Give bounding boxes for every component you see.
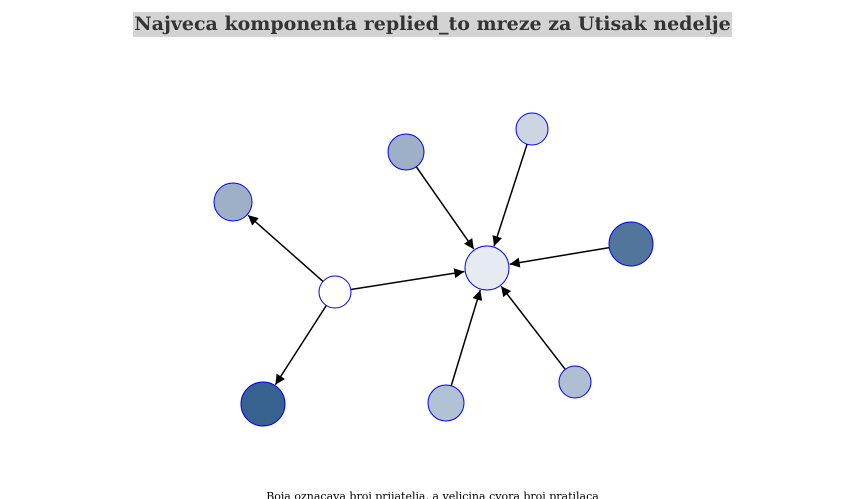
edge-n_bottom-to-hub (450, 289, 483, 387)
node-n_far_left[interactable] (213, 182, 253, 222)
edge-source-to-n_far_left (247, 214, 324, 282)
node-n_right[interactable] (608, 221, 654, 267)
node-layer (213, 112, 654, 427)
title-bar: Najveca komponenta replied_to mreze za U… (0, 12, 865, 37)
node-n_top_right[interactable] (515, 112, 549, 146)
graph-caption: Boja oznacava broj prijatelja, a velicin… (266, 490, 599, 499)
edge-n_top_left-to-hub (415, 166, 475, 250)
node-n_bottom_left[interactable] (240, 381, 286, 427)
node-hub[interactable] (464, 245, 510, 291)
edge-layer (247, 143, 610, 387)
edge-n_right-to-hub (509, 246, 610, 268)
node-n_bottom_right[interactable] (558, 365, 592, 399)
edge-source-to-hub (350, 268, 465, 291)
node-n_bottom[interactable] (427, 384, 465, 422)
node-n_top_left[interactable] (387, 133, 425, 171)
node-source[interactable] (318, 275, 352, 309)
edge-source-to-n_bottom_left (274, 305, 327, 386)
edge-n_bottom_right-to-hub (500, 285, 566, 370)
edge-n_top_right-to-hub (492, 143, 528, 247)
page-title: Najveca komponenta replied_to mreze za U… (133, 12, 732, 37)
